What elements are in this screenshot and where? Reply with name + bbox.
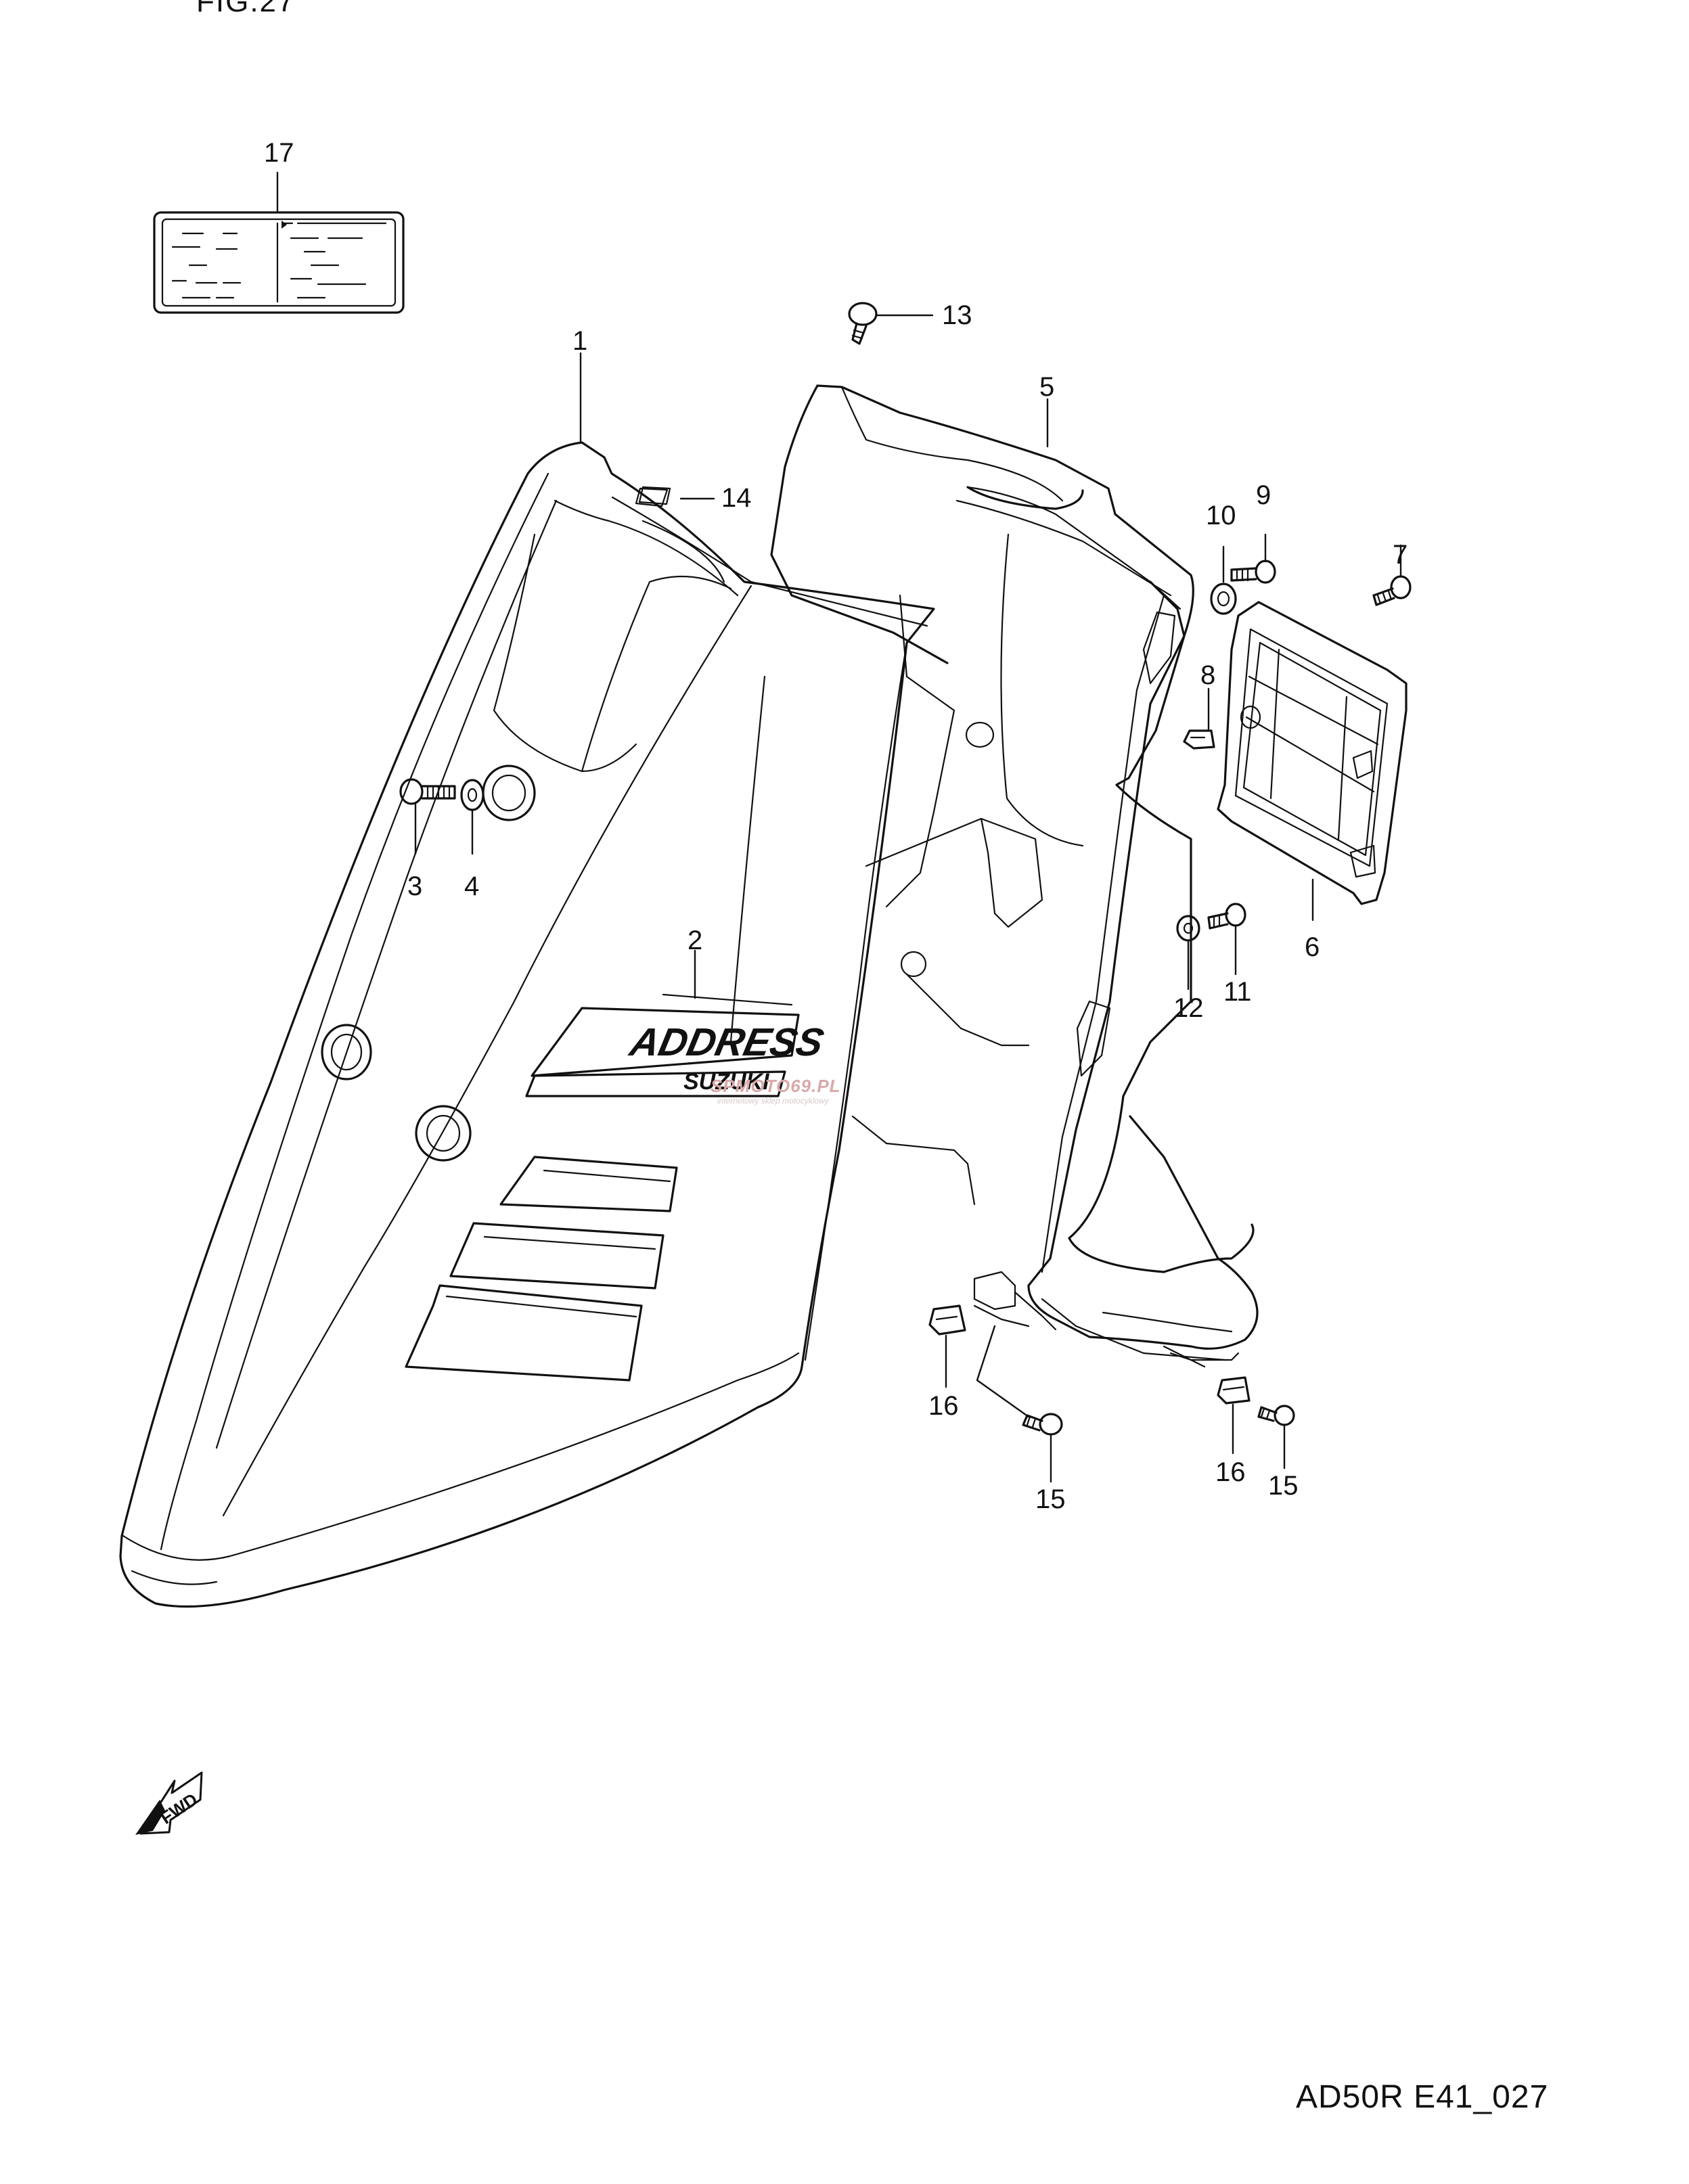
label-plate-part-17 — [153, 171, 405, 314]
callout-9: 9 — [1256, 480, 1271, 510]
callout-14: 14 — [721, 483, 752, 513]
callout-10: 10 — [1206, 501, 1236, 530]
emblem-sub-text: SUZUKI — [683, 1069, 770, 1095]
inner-shield-part-5 — [770, 384, 1259, 1368]
clip-nut-part-16-left — [928, 1304, 966, 1388]
screw-part-15-right — [1257, 1405, 1295, 1470]
callout-17: 17 — [264, 138, 294, 168]
callout-4: 4 — [464, 871, 480, 901]
callout-16-left: 16 — [928, 1391, 959, 1421]
fwd-arrow-icon: FWD — [135, 1771, 203, 1835]
fwd-arrow-label: FWD — [156, 1789, 201, 1828]
lid-part-6 — [1217, 601, 1408, 922]
leg-shield-part-1 — [119, 352, 935, 1608]
nut-part-10 — [1210, 545, 1237, 615]
clip-nut-part-8 — [1183, 687, 1215, 750]
callout-5: 5 — [1039, 372, 1055, 402]
callout-8: 8 — [1200, 660, 1216, 690]
emblem-brand-text: ADDRESS — [625, 1021, 828, 1064]
screw-part-13 — [848, 302, 934, 345]
callout-15-left: 15 — [1035, 1484, 1066, 1514]
nut-part-12 — [1176, 915, 1200, 991]
callout-11: 11 — [1223, 977, 1252, 1007]
screw-part-7 — [1372, 544, 1412, 606]
screw-part-9 — [1230, 533, 1276, 584]
callout-12: 12 — [1173, 993, 1204, 1023]
screw-part-3 — [399, 778, 456, 855]
bolt-part-11 — [1207, 903, 1246, 976]
callout-3: 3 — [407, 871, 423, 901]
drawing-code: AD50R E41_027 — [1296, 2079, 1549, 2115]
callout-15-right: 15 — [1268, 1471, 1299, 1501]
emblem-part-2: ADDRESS SUZUKI — [525, 949, 828, 1097]
watermark-logo: SPMOTO69.PL — [711, 1076, 841, 1096]
figure-header-fragment: FIG.27 — [196, 0, 296, 18]
screw-part-15-left — [976, 1325, 1063, 1483]
clip-nut-part-16-right — [1217, 1376, 1251, 1455]
callout-16-right: 16 — [1215, 1457, 1246, 1487]
washer-part-4 — [460, 779, 485, 855]
callout-7: 7 — [1393, 540, 1408, 570]
callout-1: 1 — [572, 326, 588, 356]
callout-13: 13 — [942, 300, 972, 330]
clip-part-14 — [635, 487, 669, 507]
callout-6: 6 — [1305, 932, 1320, 962]
callout-2: 2 — [688, 926, 703, 955]
watermark-tagline: internetowy sklep motocyklowy — [717, 1096, 829, 1106]
